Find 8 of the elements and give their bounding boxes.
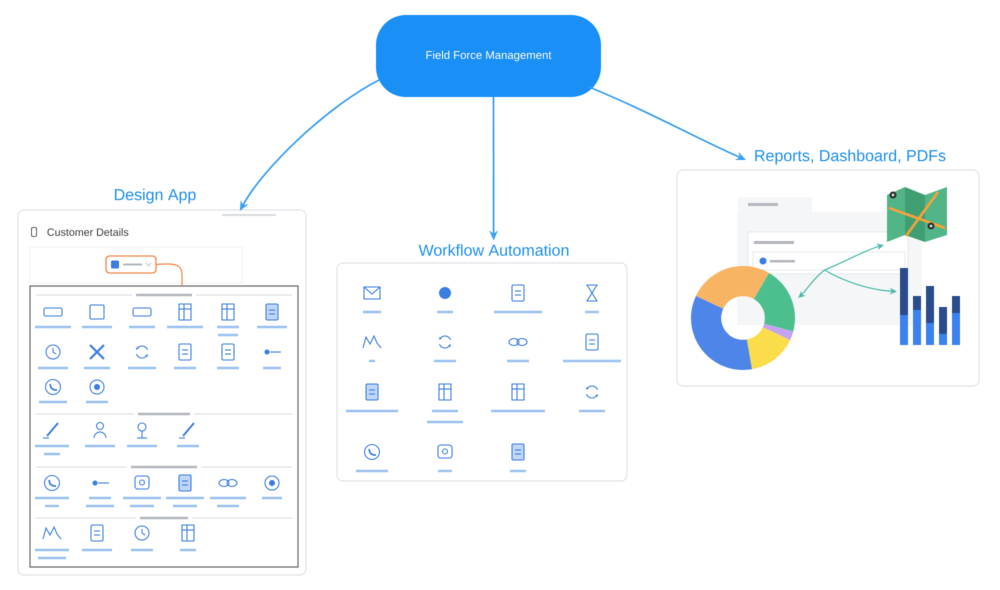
- process-box: Field Force Management: [376, 15, 601, 97]
- panel-heading: Design App: [114, 188, 196, 204]
- donut-chart-drawing: [691, 266, 795, 370]
- panel-heading: Workflow Automation: [418, 244, 568, 256]
- connector-line: [156, 263, 183, 286]
- form-title: Customer Details: [47, 228, 128, 236]
- panel-heading: Reports, Dashboard, PDFs: [755, 150, 946, 164]
- map-drawing: [887, 187, 947, 242]
